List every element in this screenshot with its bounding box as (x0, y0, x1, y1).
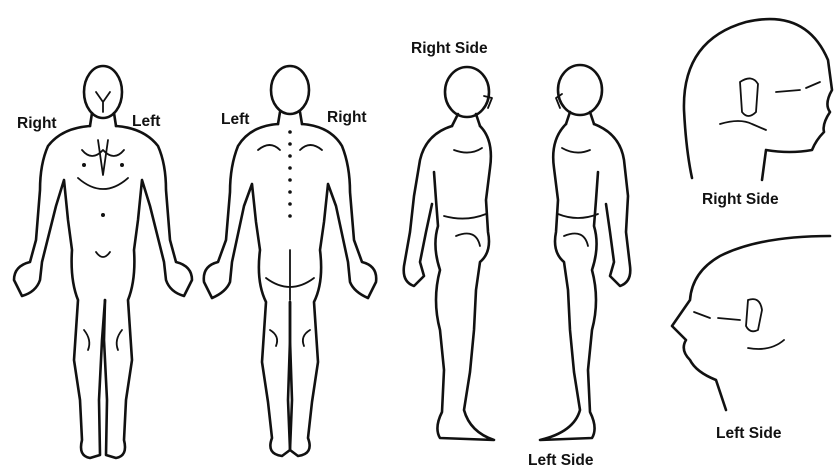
right-side-view-figure (404, 67, 494, 440)
spine-dots (288, 130, 292, 218)
label-right-side-view: Right Side (411, 40, 488, 57)
head-right-side-figure (684, 19, 832, 180)
label-left-side-view: Left Side (528, 452, 594, 469)
label-front-right: Right (17, 115, 57, 132)
label-head-right-side: Right Side (702, 191, 779, 208)
label-back-right: Right (327, 109, 367, 126)
label-back-left: Left (221, 111, 249, 128)
left-side-view-figure (540, 65, 630, 440)
label-front-left: Left (132, 113, 160, 130)
head-left-side-figure (672, 236, 830, 410)
label-head-left-side: Left Side (716, 425, 782, 442)
